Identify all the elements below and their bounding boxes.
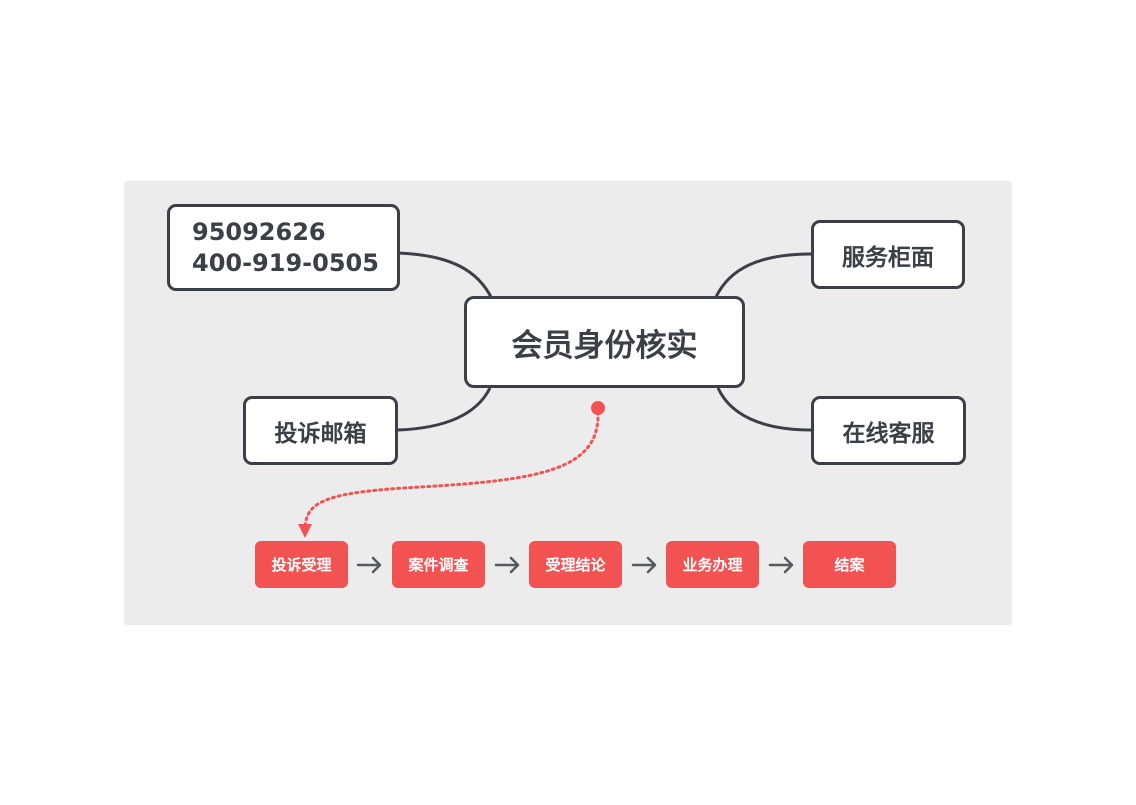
phone-number-1: 95092626 [192,217,326,246]
online-node: 在线客服 [811,396,966,465]
phone-number-2: 400-919-0505 [192,248,379,277]
center-node: 会员身份核实 [464,296,745,388]
step-5: 结案 [803,541,896,588]
step-3: 受理结论 [529,541,622,588]
step-1: 投诉受理 [255,541,348,588]
mail-node: 投诉邮箱 [243,396,398,465]
step-4: 业务办理 [666,541,759,588]
step-2: 案件调查 [392,541,485,588]
counter-node: 服务柜面 [811,220,965,289]
phone-node: 95092626 400-919-0505 [167,204,400,291]
